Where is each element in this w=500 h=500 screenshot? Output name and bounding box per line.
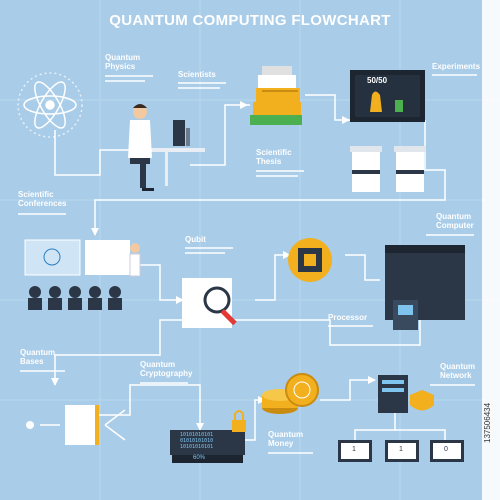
placeholder-text-line — [18, 213, 66, 215]
binary-line: 10101010101 — [180, 432, 214, 438]
label-quantum-computer: Quantum Computer — [436, 212, 474, 230]
label-scientific-conferences: Scientific Conferences — [18, 190, 67, 208]
binary-line: 01010101010 — [180, 438, 214, 444]
placeholder-text-line — [185, 247, 233, 249]
label-quantum-money: Quantum Money — [268, 430, 304, 448]
label-scientific-thesis: Scientific Thesis — [256, 148, 292, 166]
conference-illustration — [24, 239, 141, 310]
atom-icon — [17, 72, 83, 138]
experiment-monitor — [350, 70, 425, 122]
placeholder-text-line — [256, 175, 298, 177]
placeholder-text-line — [178, 82, 226, 84]
scientist-illustration — [128, 104, 205, 191]
placeholder-text-line — [178, 87, 220, 89]
processor-chip-icon — [288, 238, 332, 282]
cryptography-device — [170, 410, 246, 463]
label-experiments: Experiments — [432, 62, 481, 71]
placeholder-text-line — [256, 170, 304, 172]
placeholder-text-line — [268, 452, 313, 454]
terminal-value: 1 — [399, 446, 403, 453]
label-qubit: Qubit — [185, 235, 206, 244]
label-quantum-bases: Quantum Bases — [20, 348, 56, 366]
percent-readout: 60% — [193, 455, 206, 461]
network-server-icon — [378, 375, 434, 413]
placeholder-text-line — [140, 382, 188, 384]
terminal-value: 1 — [352, 446, 356, 453]
network-terminals — [338, 440, 464, 462]
quantum-containers — [350, 146, 426, 192]
label-processor: Processor — [328, 313, 368, 322]
label-scientists: Scientists — [178, 70, 216, 79]
placeholder-text-line — [432, 74, 477, 76]
stock-id: 137506434 — [483, 402, 492, 443]
terminal-value: 0 — [444, 446, 448, 453]
binary-line: 10101010101 — [180, 444, 214, 450]
flow-connectors — [54, 94, 446, 441]
books-illustration — [250, 66, 302, 125]
label-quantum-network: Quantum Network — [440, 362, 476, 380]
placeholder-text-line — [20, 370, 65, 372]
qubit-illustration — [182, 278, 237, 328]
placeholder-text-line — [328, 325, 373, 327]
placeholder-text-line — [185, 252, 225, 254]
placeholder-text-line — [430, 384, 475, 386]
quantum-computer-illustration — [385, 245, 465, 330]
quantum-coins-icon — [262, 373, 319, 414]
experiment-ratio: 50/50 — [367, 76, 388, 85]
binary-stream: 10101010101 01010101010 10101010101 — [180, 432, 213, 450]
label-quantum-cryptography: Quantum Cryptography — [140, 360, 193, 378]
page-title: QUANTUM COMPUTING FLOWCHART — [109, 12, 391, 29]
stock-id-strip: 137506434 — [482, 0, 500, 500]
placeholder-text-line — [105, 80, 145, 82]
placeholder-text-line — [105, 75, 153, 77]
quantum-bases-illustration — [26, 405, 126, 445]
placeholder-text-line — [426, 234, 474, 236]
label-quantum-physics: Quantum Physics — [105, 53, 141, 71]
